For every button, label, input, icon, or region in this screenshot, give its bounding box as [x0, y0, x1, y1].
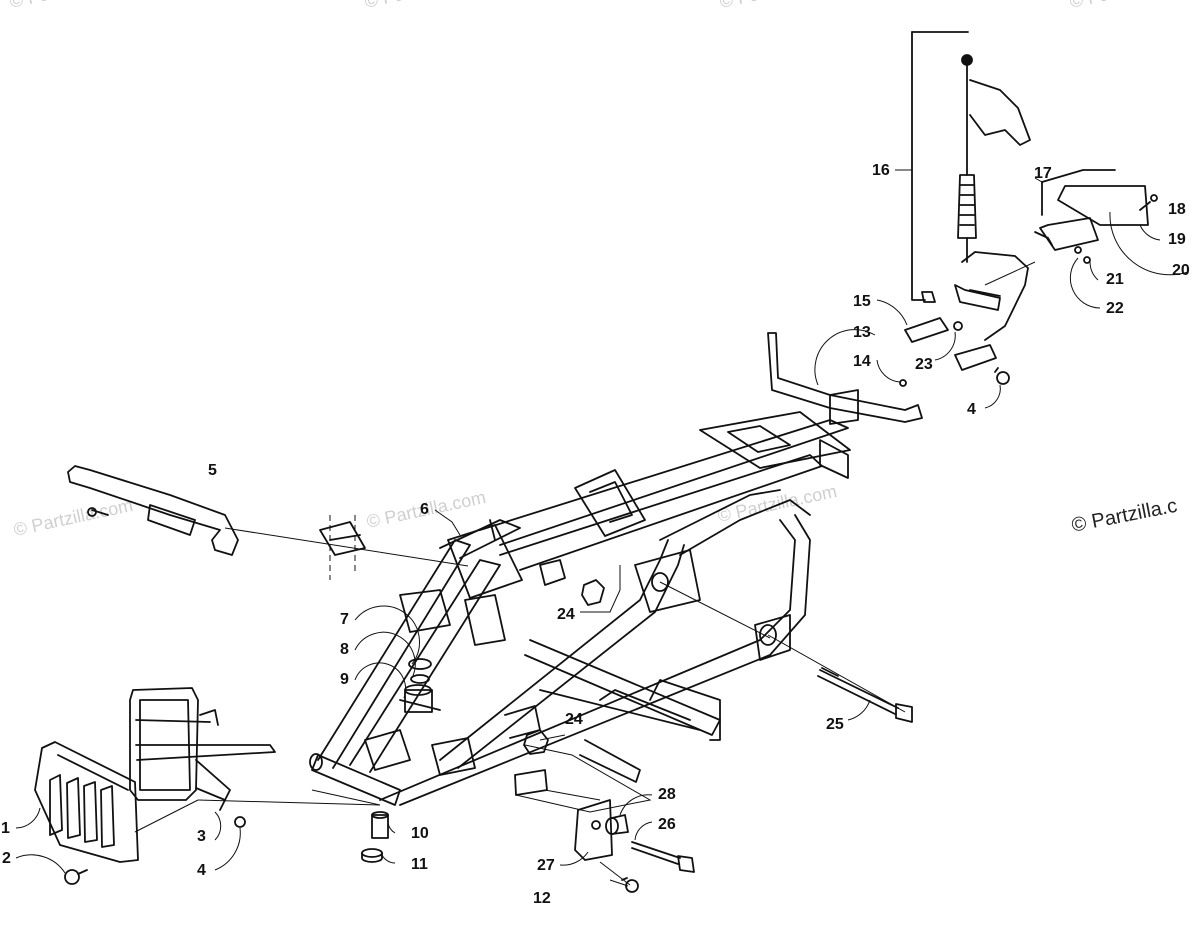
callout-9[interactable]: 9	[340, 671, 349, 688]
leader-lines	[15, 169, 1189, 887]
mount-bracket-27	[574, 799, 613, 861]
front-bumper-rack	[129, 687, 276, 811]
callout-18[interactable]: 18	[1168, 201, 1186, 218]
callout-26[interactable]: 26	[658, 816, 676, 833]
callout-24-upper[interactable]: 24	[557, 606, 575, 623]
callout-22[interactable]: 22	[1106, 300, 1124, 317]
callout-19[interactable]: 19	[1168, 231, 1186, 248]
main-frame	[309, 411, 851, 806]
callout-24-lower[interactable]: 24	[565, 711, 583, 728]
safety-flag	[911, 31, 1031, 303]
bolt-26	[631, 841, 695, 873]
callout-2[interactable]: 2	[2, 850, 11, 867]
callout-13[interactable]: 13	[853, 324, 871, 341]
callout-15[interactable]: 15	[853, 293, 871, 310]
bolts-2-4-12	[64, 194, 1158, 893]
callout-3[interactable]: 3	[197, 828, 206, 845]
rear-hitch-bracket	[904, 251, 1029, 371]
callout-23[interactable]: 23	[915, 356, 933, 373]
callout-16[interactable]: 16	[872, 162, 890, 179]
taillight-assembly	[1034, 169, 1151, 254]
washers-7-8-9	[404, 658, 433, 713]
callout-4-right[interactable]: 4	[967, 401, 976, 418]
callout-8[interactable]: 8	[340, 641, 349, 658]
bushing-28	[605, 814, 629, 835]
callout-12[interactable]: 12	[533, 890, 551, 907]
callout-14[interactable]: 14	[853, 353, 871, 370]
rear-rack-bar	[767, 332, 923, 425]
callout-21[interactable]: 21	[1106, 271, 1124, 288]
bolt-25	[817, 667, 913, 723]
brake-pedal-6	[319, 521, 366, 556]
callout-17[interactable]: 17	[1034, 165, 1052, 182]
bumper-rubber-10-11	[361, 811, 389, 863]
callout-4-left[interactable]: 4	[197, 862, 206, 879]
callout-10[interactable]: 10	[411, 825, 429, 842]
callout-28[interactable]: 28	[658, 786, 676, 803]
front-skid-plate	[34, 741, 139, 863]
callout-11[interactable]: 11	[411, 856, 428, 873]
callout-25[interactable]: 25	[826, 716, 844, 733]
callout-1[interactable]: 1	[1, 820, 10, 837]
callout-5[interactable]: 5	[208, 462, 217, 479]
callout-20[interactable]: 20	[1172, 262, 1190, 279]
nuts-24	[523, 579, 605, 755]
left-grab-bar	[67, 465, 239, 556]
callout-27[interactable]: 27	[537, 857, 555, 874]
callout-7[interactable]: 7	[340, 611, 349, 628]
callout-6[interactable]: 6	[420, 501, 429, 518]
